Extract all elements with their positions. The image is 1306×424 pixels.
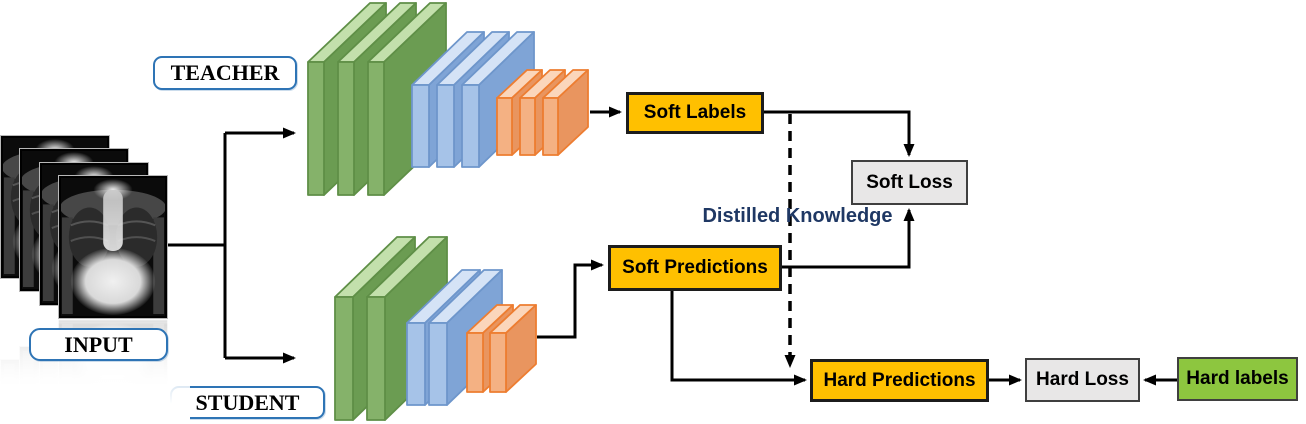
soft-labels-to-soft-loss-arrow (764, 110, 915, 157)
student-orange-layer-2 (489, 304, 537, 393)
soft-predictions-node: Soft Predictions (608, 245, 782, 291)
soft-labels-text: Soft Labels (643, 102, 747, 123)
student-network-blocks (334, 236, 537, 421)
input-label: INPUT (64, 331, 133, 357)
soft-predictions-to-hard-predictions-arrow (670, 291, 807, 386)
student-label-box: STUDENT (170, 386, 325, 419)
chest-xray-image (58, 175, 168, 319)
soft-predictions-to-soft-loss-arrow (782, 208, 915, 269)
student-label: STUDENT (195, 389, 300, 415)
hard-labels-text: Hard labels (1186, 368, 1289, 389)
hard-labels-node: Hard labels (1177, 357, 1298, 401)
soft-predictions-text: Soft Predictions (622, 257, 768, 278)
teacher-label-box: TEACHER (153, 56, 297, 90)
soft-labels-node: Soft Labels (626, 92, 764, 134)
hard-predictions-node: Hard Predictions (810, 359, 989, 402)
teacher-orange-layer-3 (542, 69, 589, 156)
connectors (168, 106, 1177, 386)
hard-loss-text: Hard Loss (1036, 369, 1129, 390)
soft-loss-text: Soft Loss (866, 171, 953, 193)
chest-xray-graphic (59, 176, 167, 318)
input-label-box: INPUT (29, 328, 168, 361)
teacher-network-blocks (307, 2, 589, 196)
hard-loss-node: Hard Loss (1025, 358, 1140, 402)
hard-predictions-text: Hard Predictions (823, 369, 976, 391)
distilled-knowledge-label: Distilled Knowledge (702, 205, 893, 227)
soft-loss-node: Soft Loss (851, 160, 968, 205)
student-output-arrow (537, 259, 604, 339)
teacher-label: TEACHER (170, 60, 280, 85)
xray-input-stack (0, 135, 170, 424)
